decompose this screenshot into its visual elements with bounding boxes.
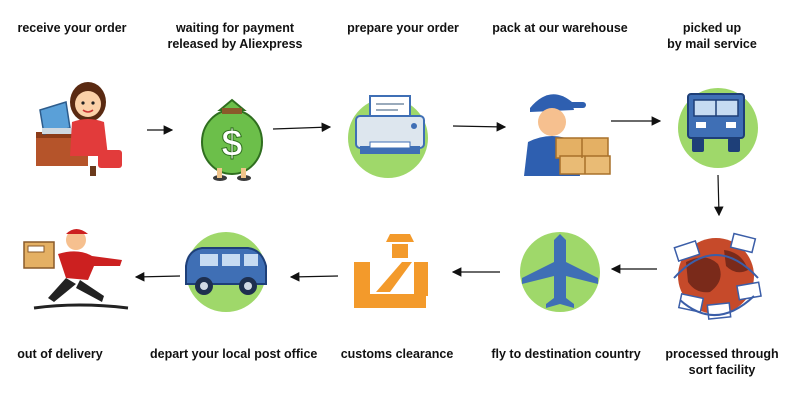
- globe-letters-icon: [673, 232, 762, 320]
- warehouse-worker-icon: [524, 94, 611, 176]
- money-bag-icon: $: [201, 98, 263, 181]
- arrow-3-4: [452, 122, 507, 132]
- step-10-label: out of delivery: [17, 347, 103, 361]
- customs-officer-icon: [354, 234, 428, 308]
- step-7-label: fly to destination country: [491, 347, 641, 361]
- delivery-van-icon: [185, 232, 267, 312]
- svg-text:$: $: [221, 123, 242, 165]
- printer-icon: [348, 95, 428, 178]
- step-8-label: customs clearance: [340, 347, 454, 361]
- airplane-icon: [520, 232, 600, 312]
- arrow-5-6: [713, 174, 724, 217]
- arrow-8-9: [289, 272, 339, 282]
- running-courier-icon: [23, 229, 129, 310]
- mail-truck-icon: [678, 88, 758, 168]
- step-9-label: depart your local post office: [150, 347, 318, 361]
- arrow-9-10: [134, 272, 181, 282]
- customer-at-computer-icon: [36, 82, 122, 176]
- step-1-label: receive your order: [17, 21, 127, 35]
- step-3-label: prepare your order: [347, 21, 459, 35]
- arrow-2-3: [272, 122, 332, 133]
- step-4-label: pack at our warehouse: [492, 21, 628, 35]
